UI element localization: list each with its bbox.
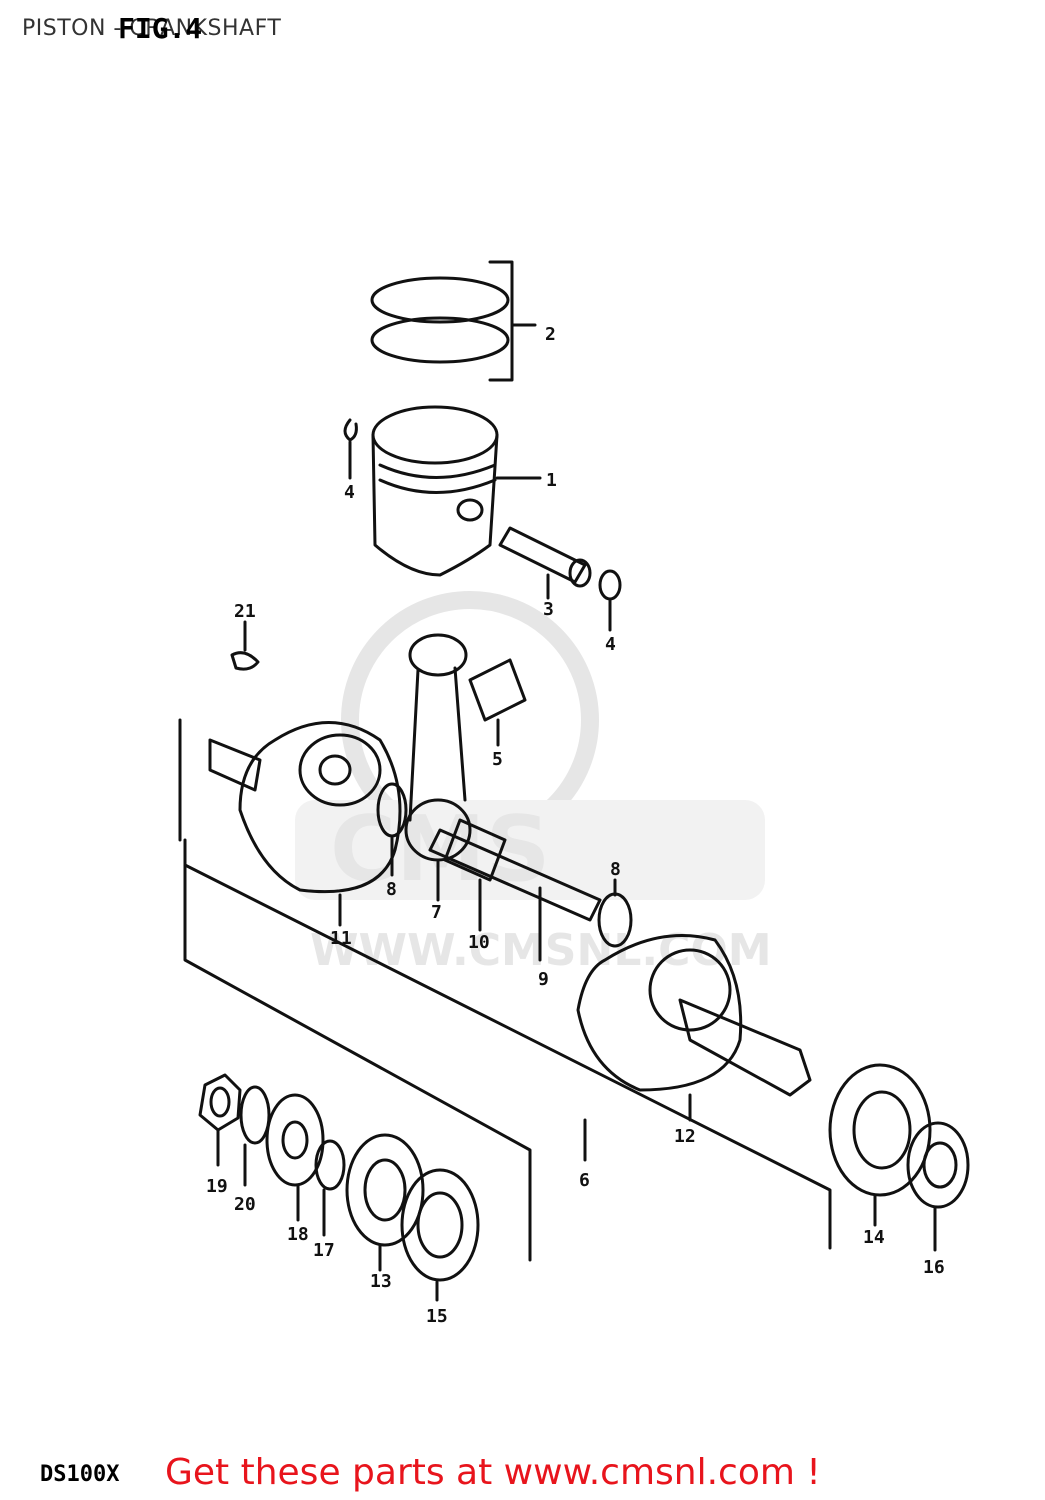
- part-no: 18: [287, 1224, 309, 1245]
- piston-pin: [498, 526, 592, 600]
- part-no: 9: [538, 969, 549, 990]
- part-no: 14: [863, 1227, 885, 1248]
- watermark: CMS WWW.CMSNL.COM: [295, 591, 772, 976]
- part-no: 11: [330, 928, 352, 949]
- primary-drive-gear: [265, 1093, 325, 1222]
- part-no: 13: [370, 1271, 392, 1292]
- thrust-washer-right: [597, 878, 633, 948]
- part-number-labels: 1 2 3 4 4 5 6 7 8 8 9 10 11 12 13 14 15 …: [206, 324, 945, 1327]
- part-no: 20: [234, 1194, 256, 1215]
- crank-web-right: [576, 934, 812, 1122]
- model-code: DS100X: [40, 1462, 120, 1487]
- figure-label: FIG.4: [118, 12, 203, 45]
- piston-rings: [370, 260, 537, 382]
- bearing-left: [345, 1133, 425, 1272]
- part-no: 17: [313, 1240, 335, 1261]
- oil-seal-left: [400, 1168, 480, 1302]
- connecting-rod: [404, 633, 472, 902]
- circlip-right: [598, 569, 622, 632]
- woodruff-key: [230, 620, 260, 671]
- part-no: 4: [344, 482, 355, 503]
- page-title: PISTON - CRANKSHAFT: [22, 16, 282, 41]
- small-end-bearing: [468, 658, 527, 747]
- part-no: 16: [923, 1257, 945, 1278]
- oil-seal-right: [906, 1121, 970, 1252]
- lock-washer: [239, 1085, 271, 1187]
- part-no: 1: [546, 470, 557, 491]
- part-no: 2: [545, 324, 556, 345]
- spacer: [314, 1139, 346, 1237]
- crankshaft-assy-bracket: [178, 718, 832, 1262]
- part-no: 12: [674, 1126, 696, 1147]
- crank-web-left: [208, 721, 402, 927]
- part-no: 19: [206, 1176, 228, 1197]
- circlip-left: [343, 418, 358, 480]
- bearing-right: [828, 1063, 932, 1227]
- crank-pin: [428, 818, 602, 962]
- part-no: 6: [579, 1170, 590, 1191]
- part-no: 5: [492, 749, 503, 770]
- part-no: 8: [386, 879, 397, 900]
- nut: [198, 1073, 242, 1167]
- promo-link[interactable]: Get these parts at www.cmsnl.com !: [165, 1452, 821, 1493]
- part-no: 3: [543, 599, 554, 620]
- part-no: 4: [605, 634, 616, 655]
- part-no: 21: [234, 601, 256, 622]
- piston: [371, 405, 542, 577]
- part-no: 15: [426, 1306, 448, 1327]
- part-no: 8: [610, 859, 621, 880]
- part-no: 10: [468, 932, 490, 953]
- part-no: 7: [431, 902, 442, 923]
